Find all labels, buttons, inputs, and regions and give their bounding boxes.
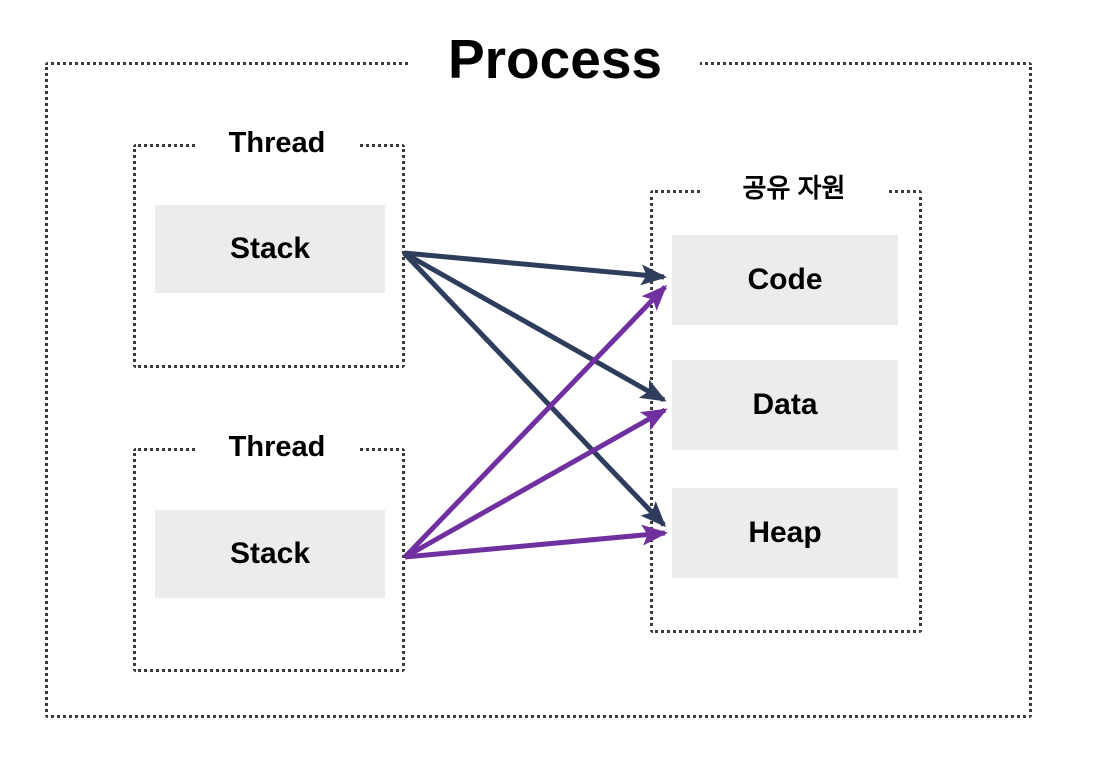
process-title: Process [410, 26, 700, 97]
stack-block-thread-1: Stack [155, 205, 385, 293]
shared-block-data: Data [672, 360, 898, 450]
shared-resources-label: 공유 자원 [700, 170, 888, 208]
thread-label-2: Thread [196, 428, 358, 469]
stack-block-thread-2: Stack [155, 510, 385, 598]
shared-block-heap: Heap [672, 488, 898, 578]
shared-block-code: Code [672, 235, 898, 325]
thread-label-1: Thread [196, 124, 358, 165]
